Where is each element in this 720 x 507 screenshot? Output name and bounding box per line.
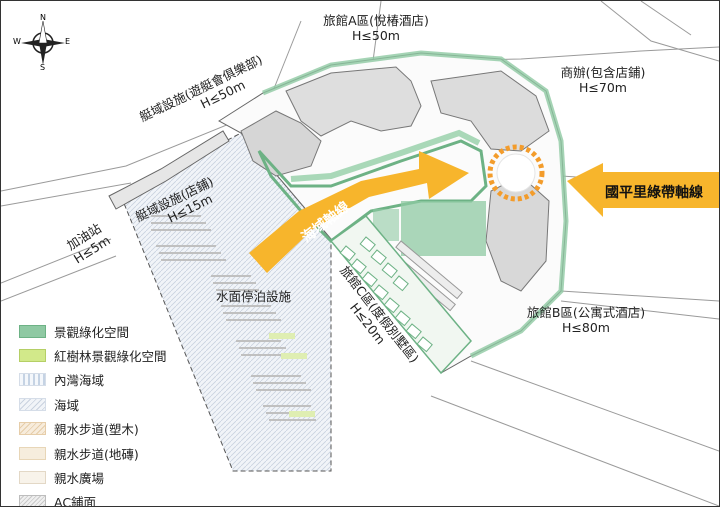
hotel-a-label: 旅館A區(悅椿酒店) H≤50m	[301, 13, 451, 43]
legend-item: 景觀綠化空間	[19, 319, 229, 343]
promenade-inner	[290, 129, 481, 182]
hotel-b-label: 旅館B區(公寓式酒店) H≤80m	[506, 305, 666, 335]
greenbelt-axis-arrow	[567, 163, 719, 217]
legend-label: 內灣海域	[54, 373, 105, 389]
hotel-a-title: 旅館A區(悅椿酒店)	[323, 13, 429, 28]
harbor-axis-arrow	[249, 151, 469, 273]
legend-label: 親水步道(地磚)	[54, 446, 139, 462]
compass-n: N	[40, 13, 46, 22]
legend-label: 海域	[54, 397, 80, 413]
hotel-b-title: 旅館B區(公寓式酒店)	[526, 305, 646, 320]
greenbelt-axis-label: 國平里綠帶軸線	[605, 185, 703, 201]
legend-label: 景觀綠化空間	[54, 324, 130, 340]
legend-label: AC鋪面	[54, 495, 97, 507]
compass-rose-icon	[21, 20, 65, 65]
legend-item: 紅樹林景觀綠化空間	[19, 343, 229, 367]
commercial-height: H≤70m	[579, 80, 627, 95]
hotel-b-height: H≤80m	[562, 320, 610, 335]
legend-swatch-ac-pavement	[19, 495, 46, 506]
commercial-label: 商辦(包含店鋪) H≤70m	[533, 65, 673, 95]
villa-area	[329, 214, 473, 375]
legend-label: 紅樹林景觀綠化空間	[54, 349, 167, 365]
yacht-club-building	[240, 110, 322, 177]
compass: N S E W	[13, 13, 71, 72]
legend-label: 親水步道(塑木)	[54, 422, 139, 438]
hotel-a-height: H≤50m	[352, 28, 400, 43]
commercial-building	[430, 70, 550, 152]
legend-swatch-landscape	[19, 324, 46, 338]
commercial-title: 商辦(包含店鋪)	[560, 65, 646, 80]
central-green	[401, 201, 486, 256]
legend: 景觀綠化空間 紅樹林景觀綠化空間 內灣海域 海域 親水步道(塑木) 親水步道(地…	[19, 319, 229, 507]
legend-item: 親水步道(塑木)	[19, 417, 229, 441]
legend-item: 海域	[19, 392, 229, 416]
focal-core	[496, 153, 536, 193]
legend-swatch-boardwalk-tile	[19, 446, 46, 460]
compass-e: E	[65, 37, 71, 46]
hotel-a-building	[285, 66, 422, 137]
legend-item: AC鋪面	[19, 490, 229, 507]
mangrove-strips	[269, 333, 315, 417]
compass-w: W	[13, 37, 21, 46]
legend-swatch-mangrove	[19, 349, 46, 363]
water-parking-label: 水面停泊設施	[216, 289, 292, 304]
legend-item: 親水廣場	[19, 465, 229, 489]
villa-units	[339, 236, 433, 353]
compass-s: S	[40, 63, 46, 72]
landscape-border	[262, 50, 569, 359]
legend-label: 親水廣場	[54, 471, 105, 487]
legend-swatch-boardwalk-wood	[19, 422, 46, 436]
gas-station-area	[108, 130, 230, 210]
legend-item: 內灣海域	[19, 368, 229, 392]
legend-item: 親水步道(地磚)	[19, 441, 229, 465]
boat-berths	[151, 215, 316, 421]
legend-swatch-sea	[19, 397, 46, 411]
legend-swatch-inner-bay	[19, 373, 46, 387]
focal-ring	[487, 144, 545, 202]
legend-swatch-plaza	[19, 471, 46, 485]
